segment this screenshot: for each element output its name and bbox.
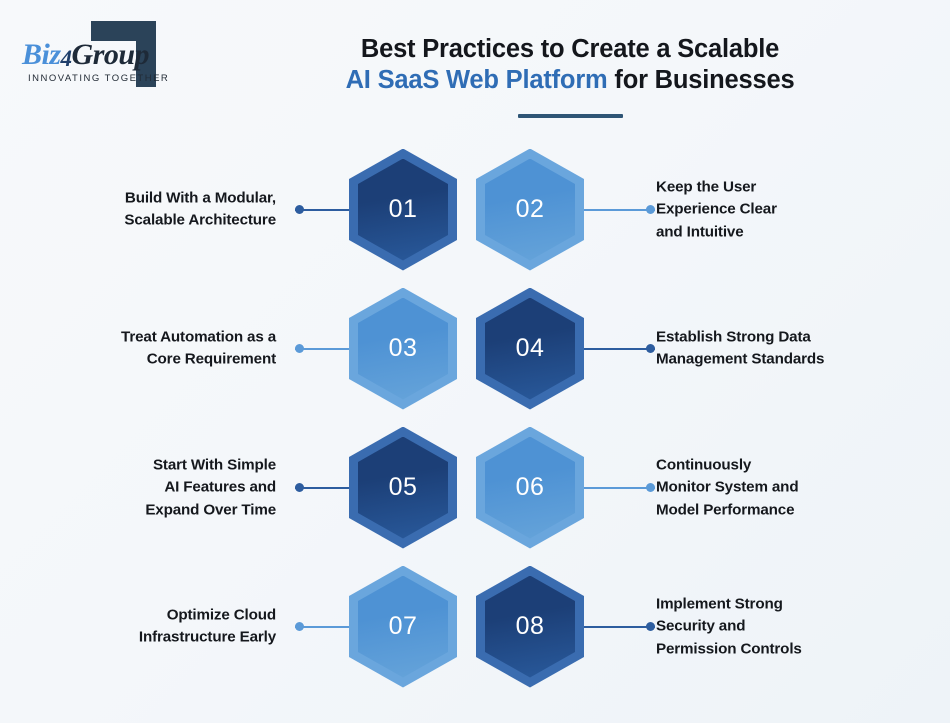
practice-label-03: Treat Automation as a Core Requirement <box>121 328 276 368</box>
connector-line <box>547 486 655 489</box>
practice-row: Start With Simple AI Features and Expand… <box>0 418 950 557</box>
hexagon-04[interactable]: 04 <box>476 287 584 410</box>
hexagon-05[interactable]: 05 <box>349 426 457 549</box>
hexagon-number-02: 02 <box>515 195 545 223</box>
hexagon-01[interactable]: 01 <box>349 148 457 271</box>
connector-dot-icon <box>295 344 304 353</box>
practice-row: Optimize Cloud Infrastructure Early 07 Imp… <box>0 557 950 696</box>
hexagon-inner-shape <box>358 158 448 261</box>
hexagon-number-07: 07 <box>388 612 418 640</box>
hexagon-number-03: 03 <box>388 334 418 362</box>
hexagon-08[interactable]: 08 <box>476 565 584 688</box>
practice-label-08: Implement Strong Security and Permission… <box>656 594 802 657</box>
connector-08 <box>547 622 655 631</box>
hexagon-number-04: 04 <box>515 334 545 362</box>
title-divider <box>517 114 623 118</box>
practice-row: Treat Automation as a Core Requirement 03… <box>0 279 950 418</box>
hexagon-07[interactable]: 07 <box>349 565 457 688</box>
logo-bracket-icon <box>91 21 156 87</box>
page-title: Best Practices to Create a Scalable AI S… <box>200 34 940 118</box>
practice-label-06: Continuously Monitor System and Model Pe… <box>656 455 799 518</box>
practice-label-02: Keep the User Experience Clear and Intui… <box>656 177 777 240</box>
connector-06 <box>547 483 655 492</box>
title-rest-text: for Businesses <box>607 66 795 94</box>
practice-row: Build With a Modular, Scalable Architect… <box>0 140 950 279</box>
practices-grid: Build With a Modular, Scalable Architect… <box>0 140 950 720</box>
hexagon-inner-shape <box>358 297 448 400</box>
logo-tagline: INNOVATING TOGETHER <box>28 73 170 84</box>
hexagon-number-08: 08 <box>515 612 545 640</box>
title-accent-text: AI SaaS Web Platform <box>345 66 608 94</box>
logo-word-biz: Biz <box>22 38 61 71</box>
hexagon-number-01: 01 <box>388 195 418 223</box>
hexagon-inner-shape <box>358 575 448 678</box>
connector-dot-icon <box>646 483 655 492</box>
hexagon-number-06: 06 <box>515 473 545 501</box>
connector-dot-icon <box>646 344 655 353</box>
connector-line <box>547 208 655 211</box>
hexagon-03[interactable]: 03 <box>349 287 457 410</box>
title-line-2: AI SaaS Web Platform for Businesses <box>200 65 940 96</box>
logo-word-four: 4 <box>60 46 73 71</box>
practice-label-05: Start With Simple AI Features and Expand… <box>145 455 276 518</box>
connector-dot-icon <box>646 205 655 214</box>
connector-dot-icon <box>646 622 655 631</box>
connector-line <box>547 347 655 350</box>
infographic-header: Biz4Group INNOVATING TOGETHER Best Pract… <box>0 0 950 135</box>
logo-wordmark: Biz4Group <box>22 38 150 72</box>
title-line-1: Best Practices to Create a Scalable <box>360 35 780 63</box>
hexagon-02[interactable]: 02 <box>476 148 584 271</box>
hexagon-inner-shape <box>485 158 575 261</box>
connector-dot-icon <box>295 483 304 492</box>
practice-label-01: Build With a Modular, Scalable Architect… <box>124 189 276 229</box>
practice-label-04: Establish Strong Data Management Standar… <box>656 328 825 368</box>
logo-word-group: Group <box>71 38 150 71</box>
practice-label-07: Optimize Cloud Infrastructure Early <box>138 606 276 646</box>
hexagon-inner-shape <box>485 436 575 539</box>
hexagon-inner-shape <box>358 436 448 539</box>
connector-04 <box>547 344 655 353</box>
connector-line <box>547 625 655 628</box>
hexagon-inner-shape <box>485 297 575 400</box>
brand-logo: Biz4Group INNOVATING TOGETHER <box>18 18 188 92</box>
hexagon-06[interactable]: 06 <box>476 426 584 549</box>
connector-02 <box>547 205 655 214</box>
hexagon-number-05: 05 <box>388 473 418 501</box>
connector-dot-icon <box>295 205 304 214</box>
connector-dot-icon <box>295 622 304 631</box>
hexagon-inner-shape <box>485 575 575 678</box>
